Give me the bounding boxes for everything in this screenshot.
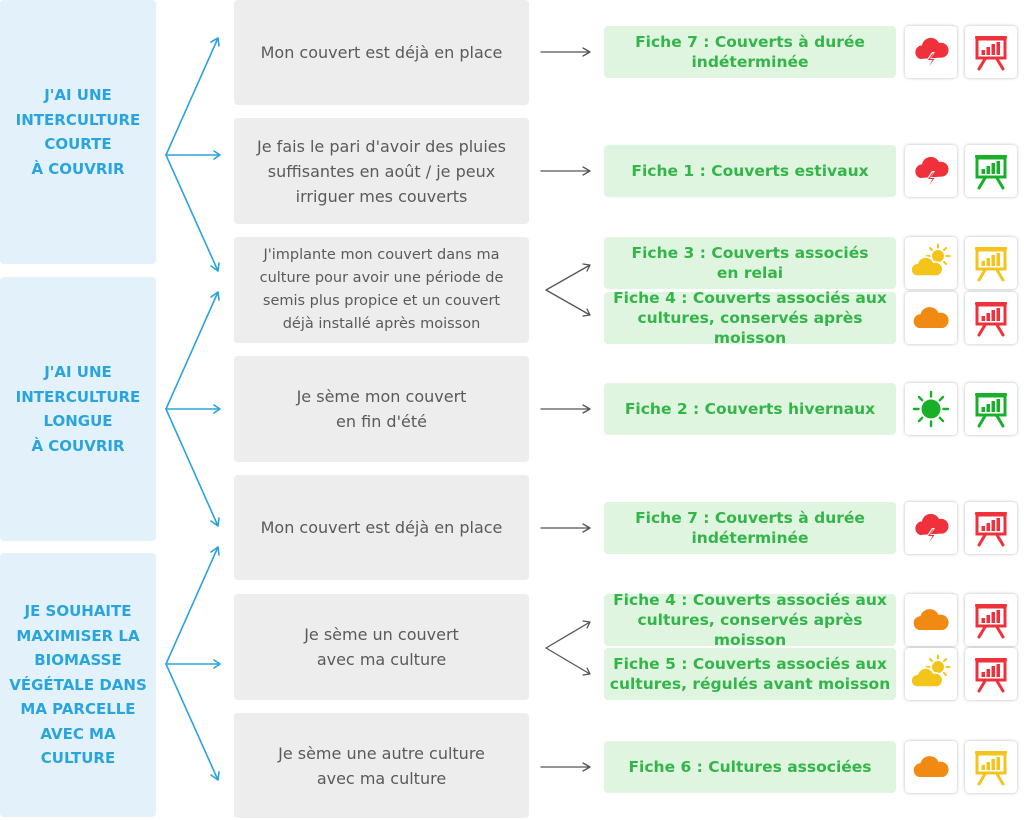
arrow-situation7-fiche6 — [540, 762, 591, 772]
cloud-icon — [905, 292, 957, 344]
goal-label: Je souhaite maximiser la biomasse végéta… — [9, 602, 147, 768]
situation-box: J'implante mon couvert dans ma culture p… — [234, 237, 529, 343]
situation-text: Je sème une autre culture avec ma cultur… — [278, 743, 485, 788]
sun-cloud-icon — [905, 237, 957, 289]
fiche-link[interactable]: Fiche 4 : Couverts associés aux cultures… — [604, 289, 896, 347]
fiche-label: Fiche 1 : Couverts estivaux — [631, 162, 869, 180]
chart-board-icon — [965, 292, 1017, 344]
chart-board-icon — [965, 502, 1017, 554]
cloud-icon — [905, 741, 957, 793]
arrow-goal1-situation1 — [165, 37, 220, 156]
arrow-goal3-situation6 — [165, 659, 221, 669]
goal-label: J'ai une interculture courte à couvrir — [15, 86, 141, 178]
arrow-goal3-situation7 — [165, 663, 220, 781]
fiche-link[interactable]: Fiche 7 : Couverts à durée indéterminée — [604, 26, 896, 78]
arrow-situation4-fiche2 — [540, 404, 591, 414]
arrow-situation3-fiche3 — [545, 263, 591, 291]
chart-board-icon — [965, 383, 1017, 435]
situation-box: Je sème un couvert avec ma culture — [234, 594, 529, 700]
goal-long-interculture: J'ai une interculture longue à couvrir — [0, 277, 156, 541]
fiche-label: Fiche 6 : Cultures associées — [628, 758, 872, 776]
fiche-label: Fiche 3 : Couverts associés en relai — [631, 244, 869, 282]
arrow-situation6-fiche5 — [545, 647, 591, 676]
situation-text: Mon couvert est déjà en place — [260, 43, 503, 62]
arrow-situation3-fiche4 — [545, 289, 591, 317]
arrow-situation6-fiche4 — [545, 620, 591, 649]
arrow-situation1-fiche7 — [540, 47, 591, 57]
cloud-icon — [905, 594, 957, 646]
fiche-link[interactable]: Fiche 1 : Couverts estivaux — [604, 145, 896, 197]
fiche-label: Fiche 7 : Couverts à durée indéterminée — [635, 509, 865, 547]
fiche-link[interactable]: Fiche 4 : Couverts associés aux cultures… — [604, 591, 896, 649]
fiche-label: Fiche 2 : Couverts hivernaux — [624, 400, 876, 418]
fiche-link[interactable]: Fiche 3 : Couverts associés en relai — [604, 237, 896, 289]
chart-board-icon — [965, 594, 1017, 646]
chart-board-icon — [965, 741, 1017, 793]
situation-text: Je sème mon couvert en fin d'été — [296, 387, 467, 431]
arrow-goal3-situation5 — [165, 546, 220, 665]
goal-maximize-biomass: Je souhaite maximiser la biomasse végéta… — [0, 553, 156, 817]
arrow-goal2-situation3 — [165, 291, 220, 410]
arrow-goal2-situation5 — [165, 408, 220, 527]
arrow-goal2-situation4 — [165, 404, 221, 414]
chart-board-icon — [965, 648, 1017, 700]
chart-board-icon — [965, 237, 1017, 289]
situation-text: Je fais le pari d'avoir des pluies suffi… — [257, 136, 506, 206]
sun-icon — [905, 383, 957, 435]
fiche-label: Fiche 7 : Couverts à durée indéterminée — [635, 33, 865, 71]
fiche-link[interactable]: Fiche 7 : Couverts à durée indéterminée — [604, 502, 896, 554]
storm-cloud-icon — [905, 502, 957, 554]
arrow-goal1-situation3 — [165, 154, 220, 272]
storm-cloud-icon — [905, 26, 957, 78]
situation-box: Je fais le pari d'avoir des pluies suffi… — [234, 118, 529, 224]
goal-short-interculture: J'ai une interculture courte à couvrir — [0, 0, 156, 264]
sun-cloud-icon — [905, 648, 957, 700]
arrow-situation5-fiche7 — [540, 523, 591, 533]
situation-text: Je sème un couvert avec ma culture — [304, 625, 459, 669]
arrow-goal1-situation2 — [165, 150, 221, 160]
situation-box: Mon couvert est déjà en place — [234, 0, 529, 105]
situation-box: Mon couvert est déjà en place — [234, 475, 529, 580]
situation-text: J'implante mon couvert dans ma culture p… — [259, 247, 504, 332]
fiche-link[interactable]: Fiche 5 : Couverts associés aux cultures… — [604, 648, 896, 700]
chart-board-icon — [965, 145, 1017, 197]
chart-board-icon — [965, 26, 1017, 78]
situation-text: Mon couvert est déjà en place — [260, 518, 503, 537]
fiche-link[interactable]: Fiche 2 : Couverts hivernaux — [604, 383, 896, 435]
situation-box: Je sème une autre culture avec ma cultur… — [234, 713, 529, 818]
goal-label: J'ai une interculture longue à couvrir — [15, 363, 141, 455]
fiche-link[interactable]: Fiche 6 : Cultures associées — [604, 741, 896, 793]
storm-cloud-icon — [905, 145, 957, 197]
situation-box: Je sème mon couvert en fin d'été — [234, 356, 529, 462]
fiche-label: Fiche 4 : Couverts associés aux cultures… — [613, 289, 887, 347]
arrow-situation2-fiche1 — [540, 166, 591, 176]
fiche-label: Fiche 5 : Couverts associés aux cultures… — [609, 655, 891, 693]
fiche-label: Fiche 4 : Couverts associés aux cultures… — [613, 591, 887, 649]
